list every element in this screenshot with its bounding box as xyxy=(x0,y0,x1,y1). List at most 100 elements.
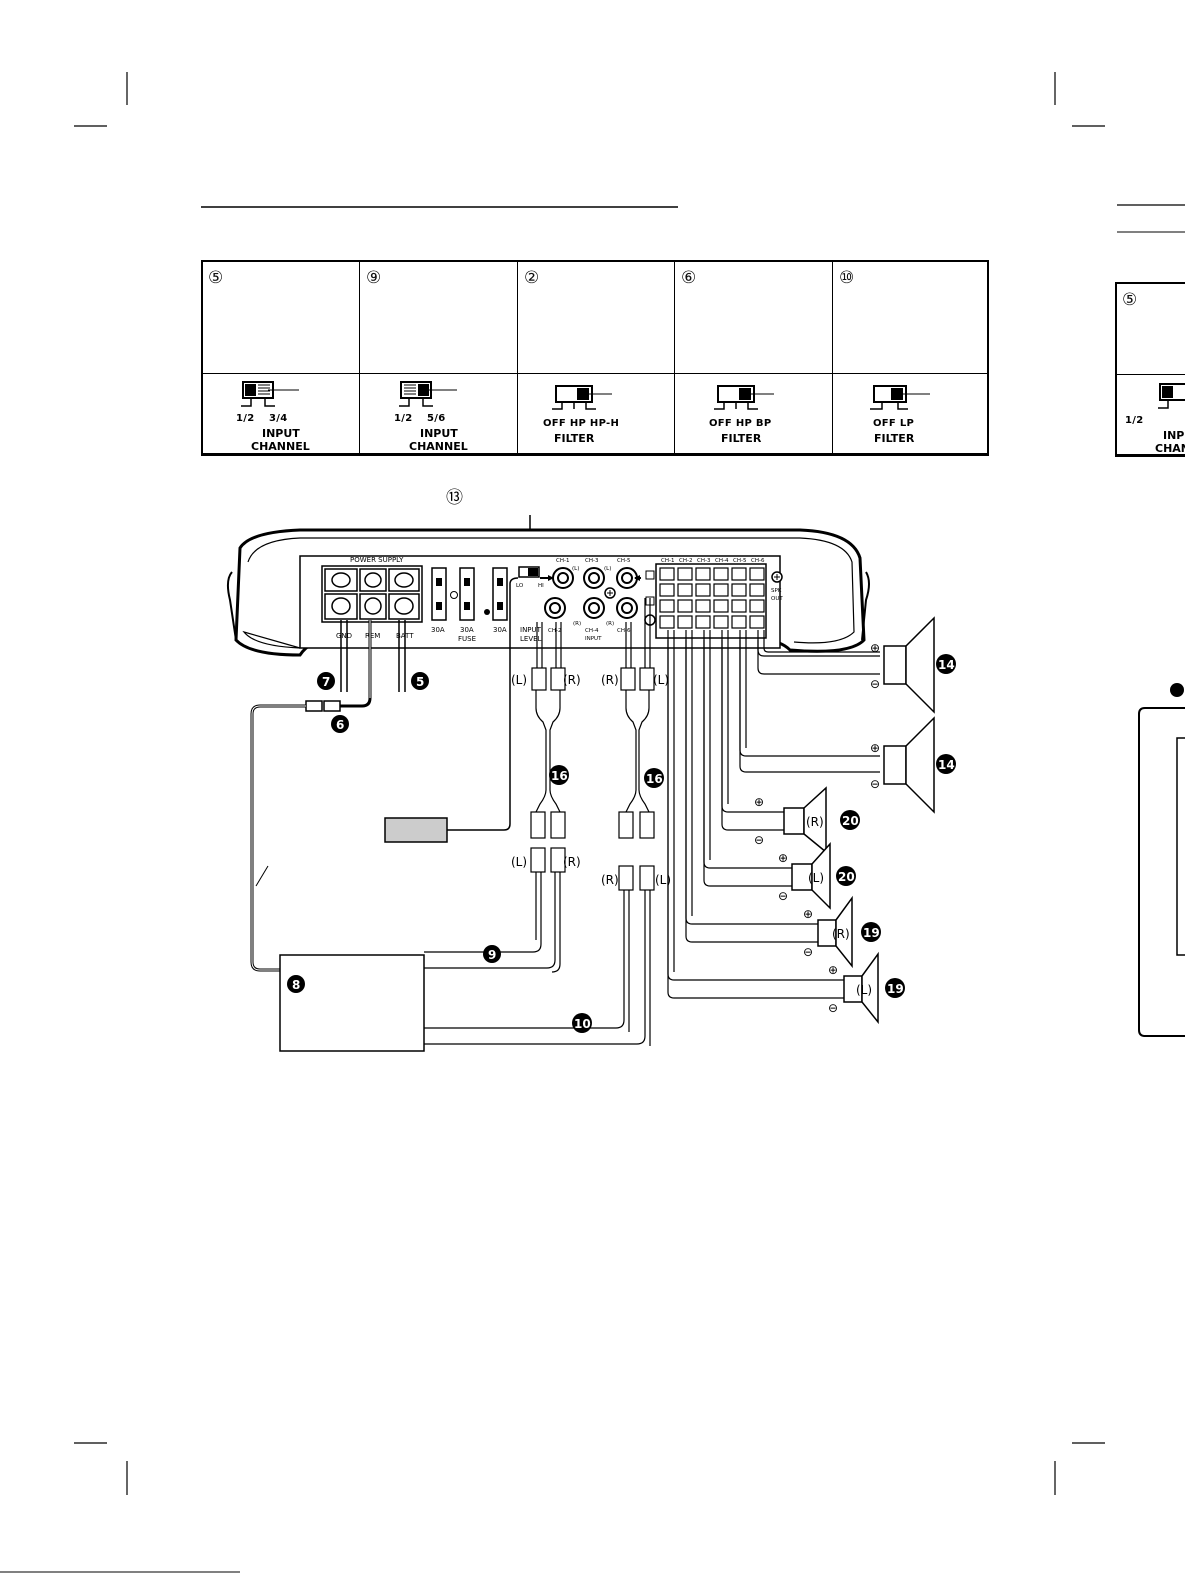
filter-title: FILTER xyxy=(721,432,762,445)
callout-9: 9 xyxy=(488,948,496,962)
callout-14: 14 xyxy=(938,758,955,772)
cell-number: ⑤ xyxy=(1122,290,1138,310)
filter-options: OFF HP HP-H xyxy=(543,418,619,429)
speaker-icon xyxy=(883,716,935,814)
col-sep xyxy=(832,262,833,453)
fuse-holder xyxy=(305,700,341,712)
speaker-label: (L) xyxy=(856,983,872,997)
head-unit xyxy=(279,954,425,1052)
next-page-diagram-fragment xyxy=(1138,683,1185,1037)
wiring-diagram: ⑬ POWER SUPPLY GND REM BATT xyxy=(226,488,956,1052)
input-channel-switch-icon xyxy=(399,381,457,407)
cell-number: ⑥ xyxy=(681,268,697,288)
spk-ch-label: CH-6 xyxy=(751,558,765,564)
switch-title-line2: CHAN xyxy=(1155,442,1185,455)
plug-label-l: (L) xyxy=(655,873,671,887)
rem-label: REM xyxy=(365,632,380,640)
speaker-output-terminals xyxy=(655,563,767,639)
filter-title: FILTER xyxy=(874,432,915,445)
switch-illustrations: 1/2 3/4 INPUT CHANNEL 1/2 5/6 INPUT CHAN… xyxy=(236,381,930,453)
switch-option-right: 3/4 xyxy=(269,413,287,424)
filter-options: OFF LP xyxy=(873,418,914,429)
col-sep xyxy=(359,262,360,453)
hi-label: HI xyxy=(538,583,544,589)
plus-mark: ⊕ xyxy=(870,641,880,655)
filter-switch-icon xyxy=(552,385,612,410)
switch-title-line1: INP xyxy=(1163,429,1184,442)
input-channel-switch-icon xyxy=(241,381,299,407)
remote-control-cable xyxy=(447,577,519,831)
spk-ch-label: CH-1 xyxy=(661,558,674,564)
rca-cable-front xyxy=(424,622,566,973)
input-level-label: LEVEL xyxy=(520,635,542,643)
speaker-label: (R) xyxy=(832,927,850,941)
fuse xyxy=(431,567,447,621)
plug-label-l: (L) xyxy=(511,855,527,869)
rca-cable-rear xyxy=(424,598,655,1046)
plus-mark: ⊕ xyxy=(870,741,880,755)
plus-mark: ⊕ xyxy=(803,907,813,921)
minus-mark: ⊖ xyxy=(828,1001,838,1015)
amplifier-unit: POWER SUPPLY GND REM BATT 30A 30A FUSE 3… xyxy=(226,528,870,657)
filter-title: FILTER xyxy=(554,432,595,445)
filter-switch-icon xyxy=(714,385,774,410)
fuse-label: 30A xyxy=(460,626,474,634)
ch1-input-label: CH-1 xyxy=(556,558,569,564)
l-label: (L) xyxy=(572,566,579,572)
speaker-icon xyxy=(843,951,879,1025)
cell-number: ⑨ xyxy=(366,268,382,288)
fuse xyxy=(459,567,475,621)
callout-16: 16 xyxy=(646,772,663,786)
col-sep xyxy=(517,262,518,453)
callout-14: 14 xyxy=(938,658,955,672)
filter-options: OFF HP BP xyxy=(709,418,771,429)
cell-number: ⑩ xyxy=(839,268,855,288)
plug-label-r: (R) xyxy=(563,855,581,869)
r-label: (R) xyxy=(606,621,614,627)
ch2-input-label: CH-2 xyxy=(548,628,561,634)
input-level-label: INPUT xyxy=(520,626,542,634)
spk-ch-label: CH-2 xyxy=(679,558,692,564)
speaker-icon xyxy=(817,895,853,969)
ch5-input-label: CH-5 xyxy=(617,558,631,564)
cell-number: ⑤ xyxy=(208,268,224,288)
switch-title-line1: INPUT xyxy=(420,427,458,440)
callout-20: 20 xyxy=(842,814,859,828)
switch-option-right: 5/6 xyxy=(427,413,445,424)
speaker-label: (R) xyxy=(806,815,824,829)
switch-option-left: 1/2 xyxy=(236,413,254,424)
settings-table: ⑤ ⑨ ② ⑥ ⑩ 1/2 3/4 INPUT CHANNEL 1/2 5/6 … xyxy=(201,260,989,456)
callout-6: 6 xyxy=(336,718,344,732)
fuse-label: 30A xyxy=(431,626,445,634)
spk-out-label: SPK xyxy=(771,588,782,594)
col-sep xyxy=(674,262,675,453)
power-supply-label: POWER SUPPLY xyxy=(350,556,404,564)
plus-mark: ⊕ xyxy=(828,963,838,977)
spk-ch-label: CH-3 xyxy=(697,558,711,564)
speaker-icon xyxy=(783,786,827,854)
minus-mark: ⊖ xyxy=(870,677,880,691)
input-label: INPUT xyxy=(585,636,602,642)
callout-8: 8 xyxy=(292,978,300,992)
callout-7: 7 xyxy=(322,675,330,689)
fuse-label: FUSE xyxy=(458,635,476,643)
r-label: (R) xyxy=(573,621,581,627)
switch-option-left: 1/2 xyxy=(1125,415,1143,426)
ch4-input-label: CH-4 xyxy=(585,628,599,634)
ch6-input-label: CH-6 xyxy=(617,628,631,634)
minus-mark: ⊖ xyxy=(778,889,788,903)
plug-label-l: (L) xyxy=(511,673,527,687)
minus-mark: ⊖ xyxy=(870,777,880,791)
table-divider xyxy=(1117,374,1185,375)
filter-switch-icon xyxy=(870,385,930,410)
switch-option-left: 1/2 xyxy=(394,413,412,424)
cell-number: ② xyxy=(524,268,540,288)
l-label: (L) xyxy=(604,566,611,572)
plug-label-r: (R) xyxy=(563,673,581,687)
lo-label: LO xyxy=(516,583,524,589)
gnd-label: GND xyxy=(336,632,352,640)
remote-control-box xyxy=(384,817,448,843)
speaker-label: (L) xyxy=(808,871,824,885)
callout-13: ⑬ xyxy=(446,488,463,508)
